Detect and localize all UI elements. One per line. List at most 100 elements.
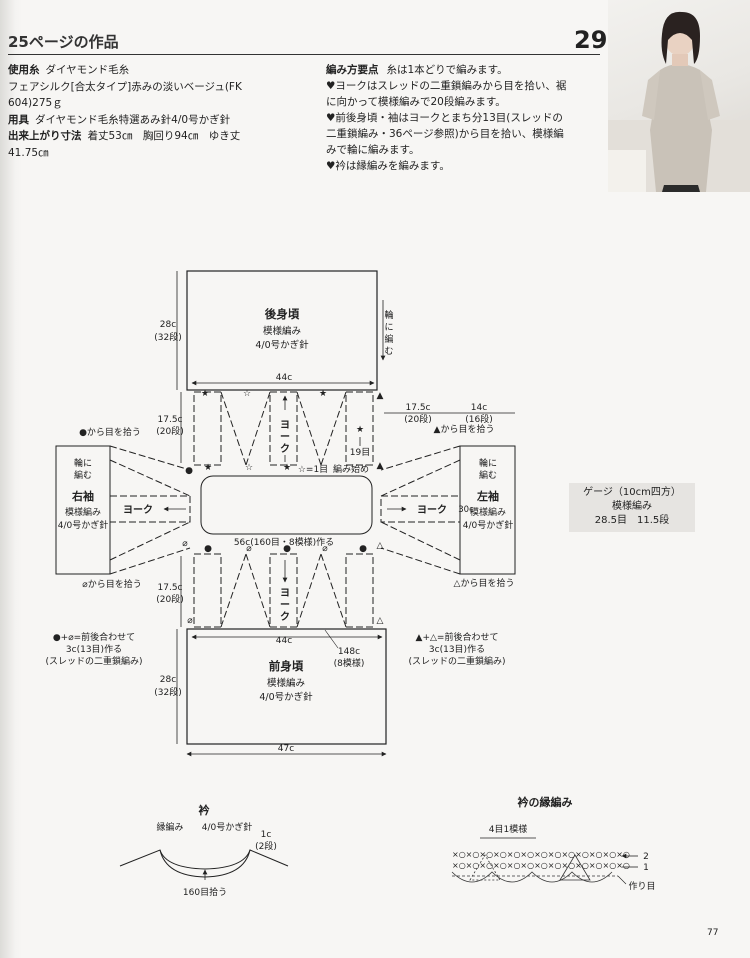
right-sleeve-needle: 4/0号かぎ針 <box>58 519 109 531</box>
note-left-3: (スレッドの二重鎖編み) <box>45 655 142 667</box>
points-line-5: みで輪に編みます。 <box>326 144 420 156</box>
svg-text:★: ★ <box>201 389 209 399</box>
edging-title: 衿の縁編み <box>518 795 573 809</box>
yoke-label-bottom-2: ー <box>280 600 290 611</box>
svg-text:△: △ <box>377 616 384 626</box>
edging-foundation: 作り目 <box>628 880 655 892</box>
svg-text:●: ● <box>204 544 212 554</box>
left-sleeve-width: 30c <box>458 505 474 515</box>
yoke-gores-lower <box>220 553 347 628</box>
start-label: 編み始め <box>333 463 369 475</box>
gauge-value: 28.5目 11.5段 <box>594 515 670 526</box>
yoke-circ: 148c <box>338 647 360 657</box>
page-gutter-shadow <box>0 0 22 958</box>
header-rule <box>8 54 600 55</box>
yoke-label-left-sleeve: ヨーク <box>417 504 447 516</box>
neck-opening <box>200 475 373 535</box>
left-sleeve-needle: 4/0号かぎ針 <box>463 519 514 531</box>
materials-line-1: 使用糸ダイヤモンド毛糸 <box>8 64 130 76</box>
left-sleeve-round-2: 編む <box>479 469 497 481</box>
gusset-1: ☆=1目 <box>298 464 328 475</box>
pick-left-top: ▲から目を拾う <box>434 423 495 435</box>
pattern-number: 29 <box>574 26 608 54</box>
yoke-panels-upper <box>193 391 374 466</box>
yoke-label-bottom-3: ク <box>280 611 290 623</box>
left-sleeve-yoke <box>380 445 461 575</box>
back-body-needle: 4/0号かぎ針 <box>255 339 309 351</box>
left-sleeve-round-1: 輪に <box>479 457 497 469</box>
neck-start: 56c(160目・8模様)作る <box>234 536 334 548</box>
points-line-2: に向かって模様編みで20段編みます。 <box>326 96 506 108</box>
svg-text:●: ● <box>359 544 367 554</box>
svg-text:★: ★ <box>319 389 327 399</box>
back-width: 44c <box>276 373 292 383</box>
points-line-3: ♥前後身頃・袖はヨークとまち分13目(スレッドの <box>326 112 563 124</box>
front-length: 28c <box>160 675 176 685</box>
svg-text:⌀: ⌀ <box>182 539 188 549</box>
star-marker-top: ★ <box>356 425 364 435</box>
note-right-1: ▲+△=前後合わせて <box>416 631 499 643</box>
edging-foundation-leader <box>617 875 627 885</box>
materials-block: 使用糸ダイヤモンド毛糸 フェアシルク[合太タイプ]赤みの淡いベージュ(FK 60… <box>8 62 318 161</box>
front-rows: (32段) <box>154 686 181 698</box>
gauge-pattern: 模様編み <box>612 501 652 512</box>
right-sleeve-title: 右袖 <box>71 489 94 503</box>
svg-text:●: ● <box>185 466 193 476</box>
finished-size-line: 出来上がり寸法着丈53㎝ 胸回り94㎝ ゆき丈 <box>8 130 241 142</box>
pick-right-bottom: ⌀から目を拾う <box>82 578 141 590</box>
note-left-1: ●+⌀=前後合わせて <box>53 631 135 643</box>
sleeve-top-right: 14c <box>471 403 487 413</box>
right-sleeve-yoke <box>109 445 191 575</box>
yoke-label-top-2: ー <box>280 432 290 443</box>
collar-rows: (2段) <box>255 840 277 852</box>
yoke-stitch-markers: ★☆★ ●⌀ ●⌀●⌀● ▲▲△ ⌀△ ★☆★ <box>182 389 383 626</box>
svg-text:☆: ☆ <box>245 463 253 473</box>
yoke-circ-repeats: (8模様) <box>334 657 365 669</box>
tools-line: 用具ダイヤモンド毛糸特選あみ針4/0号かぎ針 <box>8 113 231 126</box>
svg-text:輪: 輪 <box>384 309 393 321</box>
yoke-rows-tr: (20段) <box>404 413 431 425</box>
points-line-4: 二重鎖編み・36ページ参照)から目を拾い、模様編 <box>326 128 564 140</box>
page-number: 77 <box>707 928 719 938</box>
model-photo <box>608 0 750 192</box>
yoke-label-top-3: ク <box>280 443 290 455</box>
note-right-2: 3c(13目)作る <box>429 643 485 655</box>
svg-text:⌀: ⌀ <box>246 544 252 554</box>
pick-right-top: ●から目を拾う <box>79 426 141 438</box>
materials-line-2: フェアシルク[合太タイプ]赤みの淡いベージュ(FK <box>8 80 242 93</box>
points-line-6: ♥衿は縁編みを編みます。 <box>326 160 450 172</box>
front-body-title: 前身頃 <box>269 659 304 673</box>
points-intro: 編み方要点糸は1本どりで編みます。 <box>326 64 508 76</box>
svg-text:★: ★ <box>204 463 212 473</box>
note-right-3: (スレッドの二重鎖編み) <box>408 655 505 667</box>
edging-row1: 1 <box>643 863 649 873</box>
svg-text:に: に <box>384 322 393 333</box>
gauge-box: ゲージ（10cm四方） 模様編み 28.5目 11.5段 <box>569 483 695 532</box>
edging-loops <box>451 854 613 883</box>
collar-needle: 4/0号かぎ針 <box>202 821 253 833</box>
yoke-depth-tr: 17.5c <box>406 403 431 413</box>
svg-text:△: △ <box>377 541 384 551</box>
collar-pick: 160目拾う <box>183 886 227 898</box>
back-rows: (32段) <box>154 331 181 343</box>
back-round-label: 輪 に 編 む <box>384 309 393 357</box>
back-body-title: 後身頃 <box>265 307 300 321</box>
back-length: 28c <box>160 320 176 330</box>
svg-text:●: ● <box>283 544 291 554</box>
gauge-title: ゲージ（10cm四方） <box>583 487 681 498</box>
hem-width: 47c <box>278 744 294 754</box>
svg-text:★: ★ <box>283 463 291 473</box>
yoke-depth-tl: 17.5c <box>158 415 183 425</box>
right-sleeve-round-1: 輪に <box>74 457 92 469</box>
front-width: 44c <box>276 636 292 646</box>
right-sleeve-pattern: 模様編み <box>65 506 101 518</box>
svg-text:×○×○×○×○×○×○×○×○×○×○×○×○×○: ×○×○×○×○×○×○×○×○×○×○×○×○×○ <box>452 861 630 870</box>
svg-text:⌀: ⌀ <box>187 616 193 626</box>
svg-text:▲: ▲ <box>377 391 384 401</box>
back-body-pattern: 模様編み <box>263 325 301 337</box>
yoke-label-top-1: ヨ <box>280 419 290 431</box>
front-body-pattern: 模様編み <box>267 677 305 689</box>
points-line-1: ♥ヨークはスレッドの二重鎖編みから目を拾い、裾 <box>326 80 567 92</box>
collar-pattern: 縁編み <box>156 821 183 833</box>
